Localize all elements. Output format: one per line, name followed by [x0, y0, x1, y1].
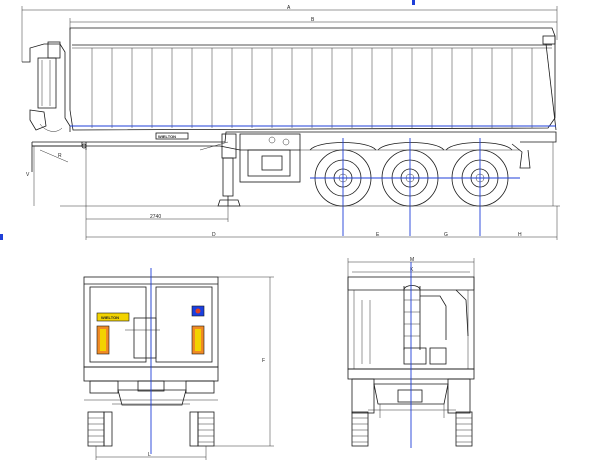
dim-track-width: L [148, 452, 151, 458]
rear-underrun-bar [117, 389, 187, 406]
corner-mark [412, 0, 415, 5]
dim-kingpin-to-axle: D [212, 232, 216, 238]
front-left-wheels [351, 411, 369, 447]
dim-support-height: V [26, 172, 30, 178]
front-ladder-rails [403, 285, 469, 350]
side-view: A B [0, 0, 560, 240]
dim-axle-spacing-2: G [444, 232, 448, 238]
side-brand-text: WIELTON [158, 134, 176, 139]
dim-overall-width: M [410, 257, 414, 263]
rear-mudguard [511, 143, 531, 169]
rear-left-wheels [87, 411, 113, 447]
dim-axle-spacing-1: E [376, 232, 380, 238]
dim-body-width: K [410, 267, 414, 273]
dim-overall-height: F [262, 358, 265, 364]
dim-kingpin-to-support: 2740 [150, 214, 161, 220]
dim-rear-overhang: H [518, 232, 522, 238]
corner-mark [0, 234, 3, 240]
rear-brand-text: WIELTON [101, 315, 119, 320]
front-view: M K [347, 257, 475, 448]
front-right-wheels [455, 411, 473, 447]
toolbox [239, 133, 301, 183]
chassis-frame [32, 131, 557, 143]
dim-body-length: B [311, 17, 315, 23]
rear-right-wheels [189, 411, 215, 447]
dim-overall-length: A [287, 5, 291, 11]
tailgate-hinge [542, 35, 556, 45]
front-ladder [22, 41, 71, 132]
rear-view: WIELTON [83, 268, 274, 460]
landing-gear [199, 133, 241, 207]
hydraulic-cylinder [133, 317, 157, 359]
rear-brand-plate [96, 312, 130, 322]
dim-front-height: R [58, 153, 62, 159]
body-ribs [91, 48, 533, 128]
side-brand-plate [155, 132, 189, 140]
tipper-body [69, 27, 556, 131]
front-equipment-box [403, 347, 427, 365]
kingpin-plate [397, 389, 423, 403]
